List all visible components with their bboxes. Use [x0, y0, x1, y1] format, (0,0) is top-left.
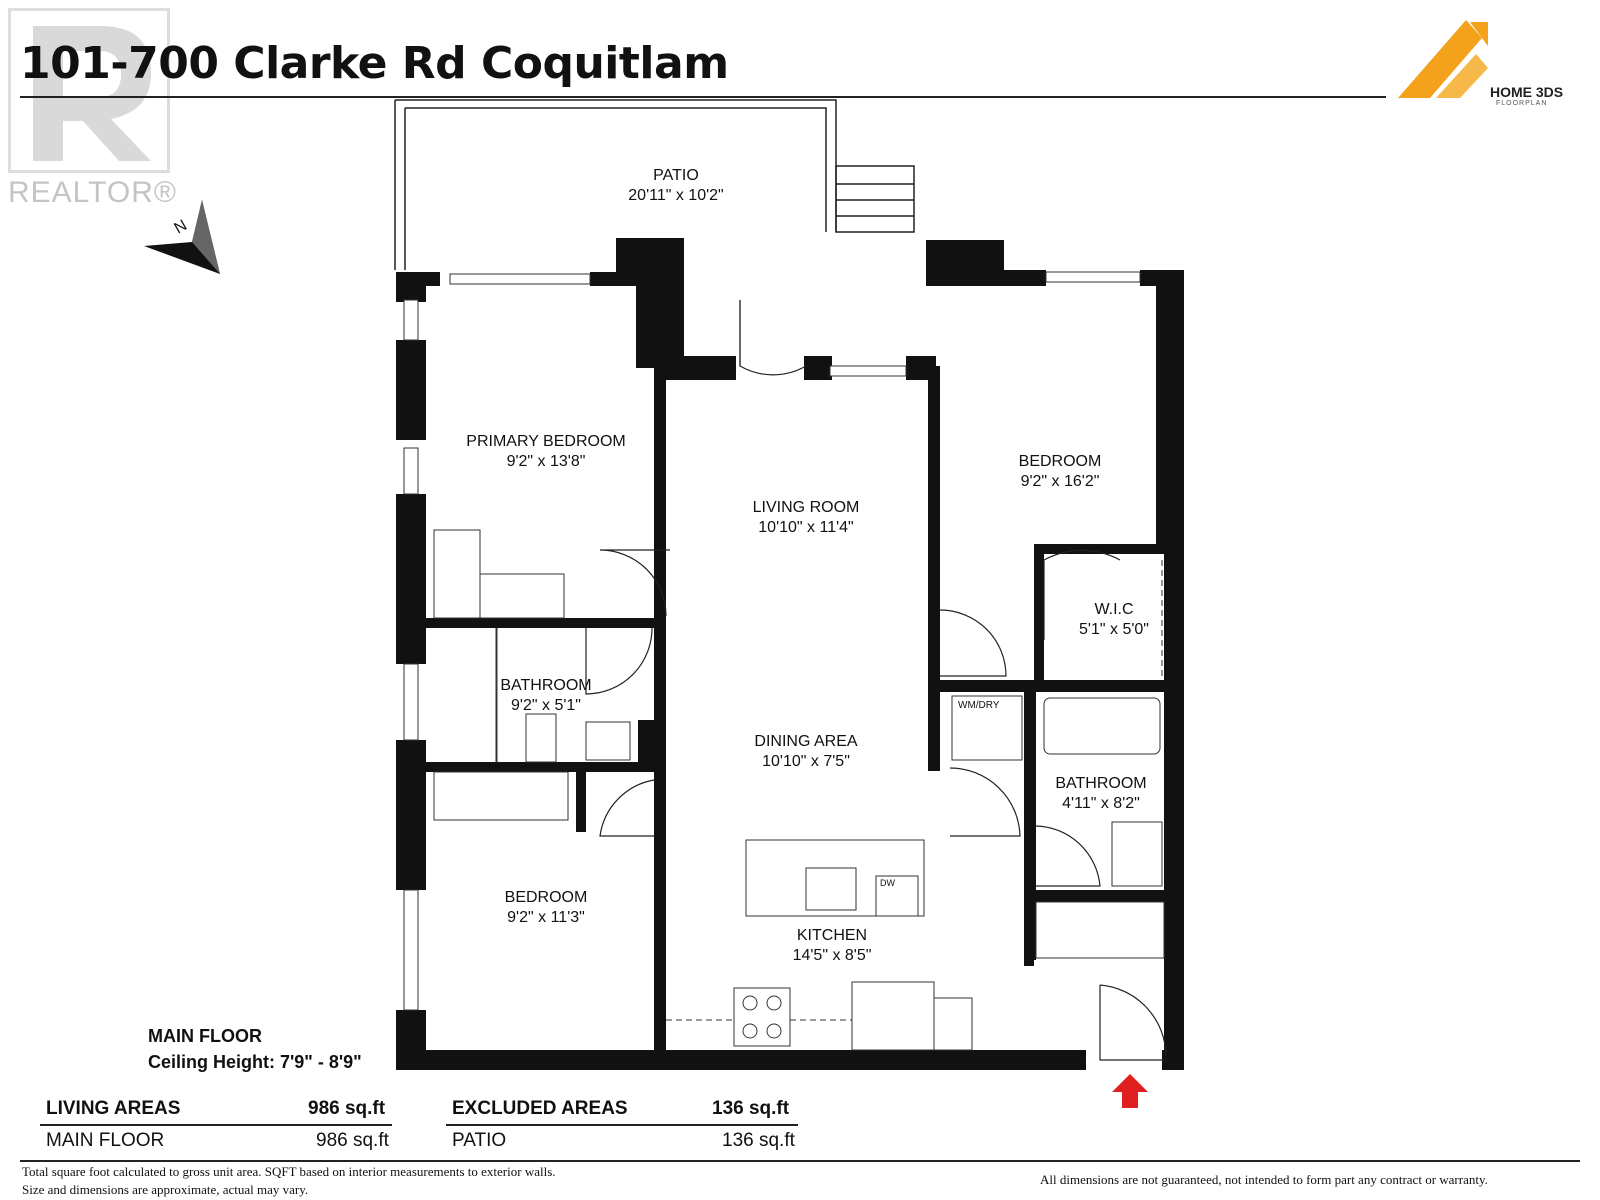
- title-divider: [20, 96, 1386, 98]
- footer-note-line-2: Size and dimensions are approximate, act…: [22, 1182, 309, 1197]
- living-main-floor-value: 986 sq.ft: [316, 1130, 389, 1151]
- excluded-areas-header: EXCLUDED AREAS: [452, 1098, 628, 1119]
- entrance-arrow-icon: [1112, 1074, 1148, 1108]
- realtor-watermark-text: REALTOR®: [8, 176, 178, 209]
- footer-divider: [20, 1160, 1580, 1162]
- washer-dryer-label: WM/DRY: [958, 700, 1000, 711]
- excluded-patio-label: PATIO: [452, 1130, 507, 1151]
- north-compass-icon: N: [144, 200, 220, 274]
- living-areas-rule: [40, 1124, 392, 1126]
- page-title: 101-700 Clarke Rd Coquitlam: [20, 38, 729, 89]
- home-3ds-logo-icon: [1398, 20, 1488, 98]
- footer-note: Total square foot calculated to gross un…: [22, 1163, 556, 1199]
- logo-brand-text: HOME 3DS: [1490, 84, 1564, 100]
- living-areas-total: 986 sq.ft: [308, 1098, 386, 1119]
- excluded-areas-rule: [446, 1124, 798, 1126]
- footer-note-line-1: Total square foot calculated to gross un…: [22, 1164, 556, 1179]
- living-main-floor-label: MAIN FLOOR: [46, 1130, 165, 1151]
- realtor-watermark-logo: [8, 8, 170, 173]
- dishwasher-label: DW: [880, 878, 895, 888]
- excluded-areas-total: 136 sq.ft: [712, 1098, 790, 1119]
- footer-disclaimer: All dimensions are not guaranteed, not i…: [1040, 1172, 1488, 1187]
- floor-name: MAIN FLOOR: [148, 1026, 262, 1046]
- ceiling-height: Ceiling Height: 7'9" - 8'9": [148, 1052, 362, 1072]
- excluded-patio-value: 136 sq.ft: [722, 1130, 795, 1151]
- logo-sub-text: FLOORPLAN: [1496, 100, 1548, 107]
- living-areas-header: LIVING AREAS: [46, 1098, 181, 1119]
